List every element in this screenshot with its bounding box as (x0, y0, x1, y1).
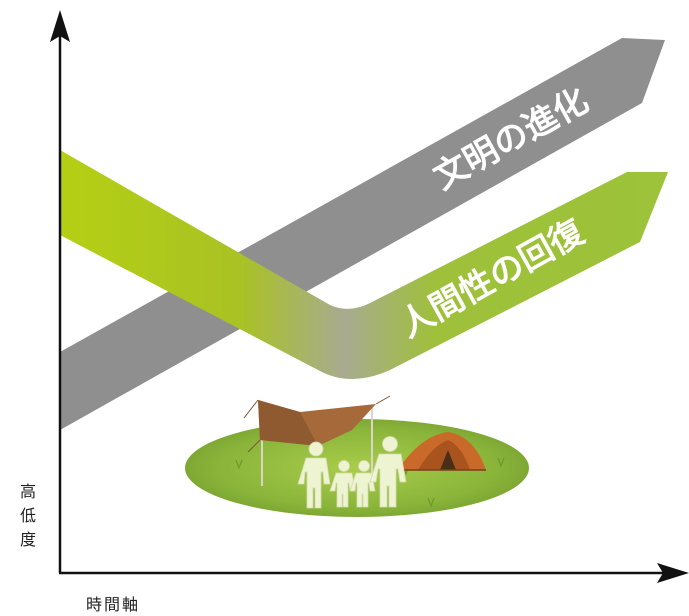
adult-figure (369, 436, 407, 508)
child-figure (329, 460, 356, 508)
y-axis-label-char: 度 (20, 530, 36, 549)
camping-illustration (185, 395, 529, 517)
tarp-icon (243, 395, 391, 488)
x-axis-arrow-icon (657, 563, 689, 583)
y-axis-label-char: 低 (20, 506, 36, 525)
y-axis-label-char: 高 (20, 482, 36, 501)
child-figure (349, 460, 376, 508)
adult-figure (297, 441, 331, 509)
civilization-arrow (60, 38, 665, 430)
x-axis-label: 時間軸 (86, 595, 140, 614)
tent-icon (398, 432, 486, 471)
humanity-arrow (60, 150, 668, 379)
y-axis-arrow-icon (50, 10, 70, 42)
family-figures (297, 436, 407, 509)
y-axis-label: 高 低 度 (20, 482, 36, 549)
axes (50, 10, 689, 583)
